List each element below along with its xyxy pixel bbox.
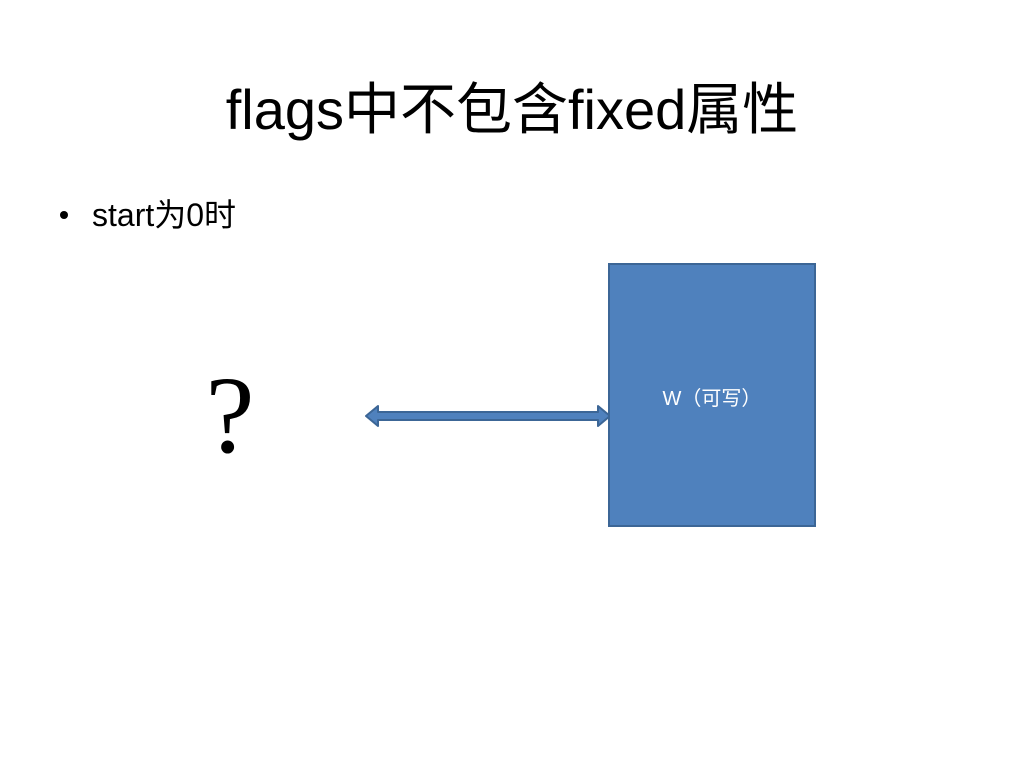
arrow-shape (365, 405, 611, 427)
bullet-dot-icon (60, 211, 68, 219)
bullet-item: start为0时 (60, 190, 236, 240)
double-arrow-icon (365, 405, 611, 427)
memory-region-label: W（可写） (662, 388, 762, 410)
slide-title: flags中不包含fixed属性 (225, 78, 799, 141)
bullet-text: start为0时 (92, 197, 237, 233)
question-mark: ? (205, 354, 255, 476)
memory-region-box: W（可写） (608, 263, 816, 527)
